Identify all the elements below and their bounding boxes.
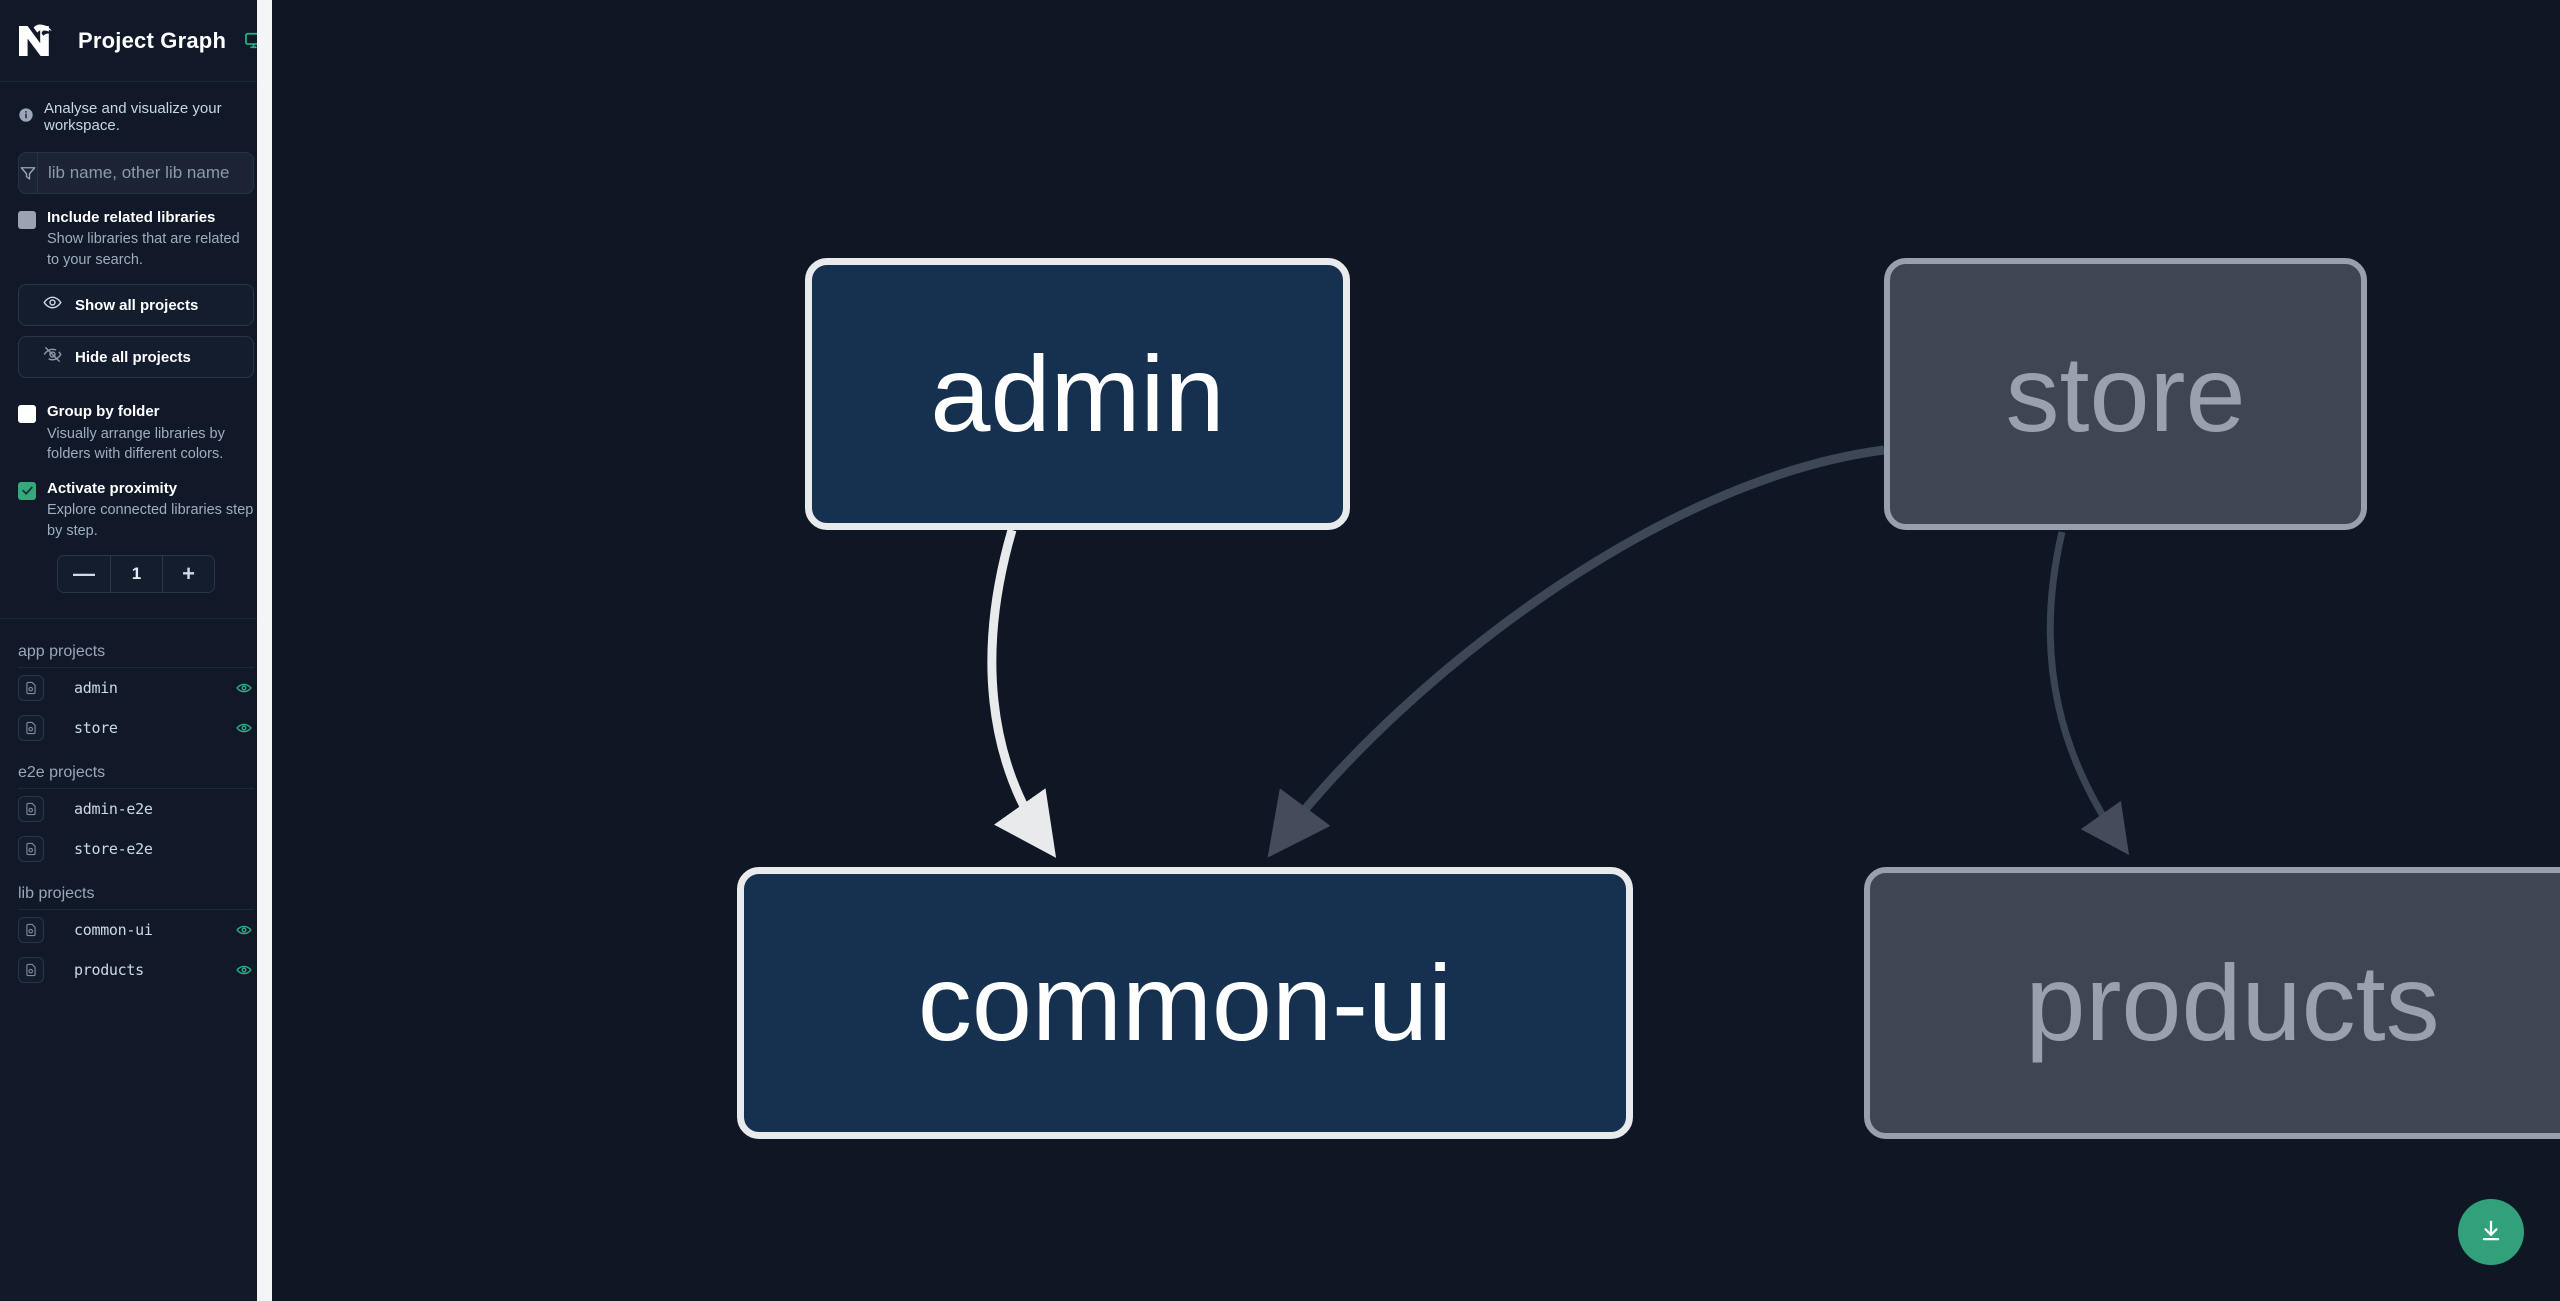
option-title: Group by folder <box>47 403 160 421</box>
sidebar: Project Graph Analyse and visualize your… <box>0 0 272 1301</box>
group-rule <box>18 667 254 669</box>
graph-node-common-ui[interactable]: common-ui <box>737 867 1633 1139</box>
graph-edges <box>987 445 2130 858</box>
proximity-stepper-wrap: — 1 + <box>0 541 272 594</box>
project-label: common-ui <box>74 921 153 940</box>
group-rule <box>18 788 254 790</box>
option-title: Include related libraries <box>47 209 216 226</box>
graph-node-label: admin <box>930 333 1225 454</box>
info-icon <box>18 107 34 128</box>
eye-off-icon <box>43 345 62 369</box>
visibility-buttons: Show all projects Hide all projects <box>0 270 272 388</box>
project-file-icon <box>18 917 44 944</box>
edge-admin-to-common-ui <box>987 528 1057 858</box>
graph-node-label: products <box>2025 942 2440 1063</box>
graph-node-label: store <box>2005 333 2246 454</box>
group-title-app-projects: app projects <box>18 643 106 661</box>
graph-canvas[interactable]: admin store common-ui products <box>272 0 2560 1301</box>
tagline: Analyse and visualize your workspace. <box>0 82 272 134</box>
option-activate-proximity[interactable]: Activate proximity Explore connected lib… <box>0 465 272 541</box>
hide-all-projects-button[interactable]: Hide all projects <box>18 336 254 379</box>
page-title: Project Graph <box>78 27 227 53</box>
project-row-products[interactable]: products <box>0 950 272 990</box>
edge-store-to-products <box>2046 531 2130 856</box>
proximity-increment-button[interactable]: + <box>162 556 214 593</box>
sidebar-divider <box>0 618 272 620</box>
search-area <box>0 134 272 194</box>
project-file-icon <box>18 715 44 742</box>
project-file-icon <box>18 796 44 823</box>
edge-store-to-common-ui <box>1267 445 1885 858</box>
graph-node-admin[interactable]: admin <box>805 258 1350 530</box>
tagline-text: Analyse and visualize your workspace. <box>44 100 222 134</box>
graph-node-products[interactable]: products <box>1864 867 2560 1139</box>
eye-icon[interactable] <box>234 720 254 736</box>
option-description: Show libraries that are related to your … <box>47 231 240 268</box>
project-file-icon <box>18 675 44 702</box>
hide-all-projects-label: Hide all projects <box>75 348 191 366</box>
project-row-store[interactable]: store <box>0 708 272 748</box>
project-label: admin <box>74 679 118 698</box>
option-description: Visually arrange libraries by folders wi… <box>47 425 225 463</box>
graph-node-label: common-ui <box>917 942 1453 1063</box>
option-group-by-folder[interactable]: Group by folder Visually arrange librari… <box>0 388 272 464</box>
group-rule <box>18 909 254 911</box>
option-description: Explore connected libraries step by step… <box>47 502 254 539</box>
eye-icon <box>43 293 62 317</box>
proximity-decrement-button[interactable]: — <box>73 561 95 587</box>
show-all-projects-label: Show all projects <box>75 296 199 314</box>
group-title-e2e-projects: e2e projects <box>18 764 106 782</box>
eye-icon[interactable] <box>234 962 254 978</box>
project-label: admin-e2e <box>74 800 153 819</box>
search-box[interactable] <box>18 152 254 194</box>
eye-icon[interactable] <box>234 680 254 696</box>
download-button[interactable] <box>2458 1199 2524 1265</box>
nx-logo-icon <box>16 20 62 62</box>
option-include-related-libraries[interactable]: Include related libraries Show libraries… <box>0 194 272 270</box>
checkbox-include-related-libraries[interactable] <box>18 211 36 229</box>
project-row-common-ui[interactable]: common-ui <box>0 910 272 950</box>
project-row-admin-e2e[interactable]: admin-e2e <box>0 789 272 829</box>
group-title-lib-projects: lib projects <box>18 885 95 903</box>
filter-funnel-icon[interactable] <box>19 153 38 193</box>
search-input[interactable] <box>38 153 253 193</box>
checkbox-activate-proximity[interactable] <box>18 481 36 500</box>
sidebar-scrollbar[interactable] <box>257 0 272 1301</box>
project-file-icon <box>18 957 44 984</box>
graph-node-store[interactable]: store <box>1884 258 2367 530</box>
project-row-store-e2e[interactable]: store-e2e <box>0 829 272 869</box>
checkbox-group-by-folder[interactable] <box>18 405 36 424</box>
project-file-icon <box>18 836 44 863</box>
show-all-projects-button[interactable]: Show all projects <box>18 284 254 327</box>
eye-icon[interactable] <box>234 922 254 938</box>
project-label: store-e2e <box>74 840 153 859</box>
sidebar-header: Project Graph <box>0 0 272 82</box>
project-label: store <box>74 719 118 738</box>
project-label: products <box>74 961 144 980</box>
download-icon <box>2478 1218 2504 1247</box>
proximity-stepper[interactable]: — 1 + <box>57 555 215 594</box>
proximity-value: 1 <box>110 556 162 593</box>
option-title: Activate proximity <box>47 479 178 497</box>
project-list: app projects admin <box>0 619 272 1301</box>
project-row-admin[interactable]: admin <box>0 668 272 708</box>
